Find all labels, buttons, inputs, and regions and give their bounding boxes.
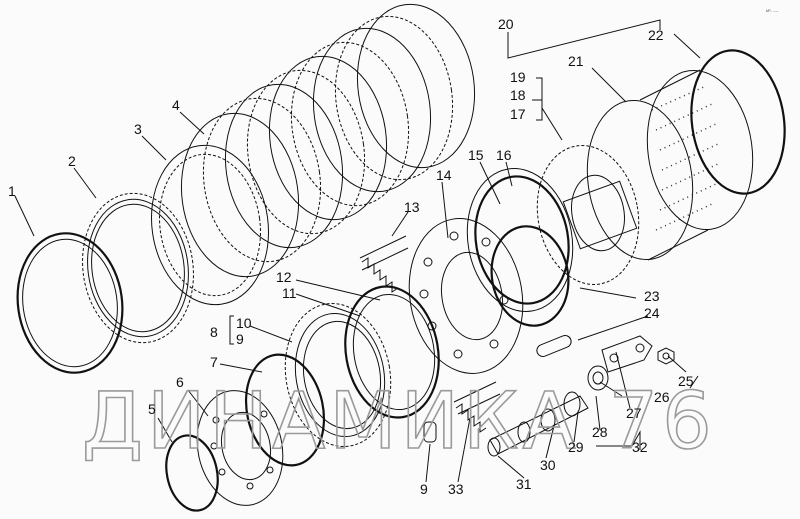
clutch-disc-3 xyxy=(150,144,270,306)
lever-27 xyxy=(601,335,653,373)
drum-21 xyxy=(586,69,754,261)
snap-ring-1 xyxy=(16,232,124,374)
label-29: 29 xyxy=(568,439,584,455)
hub-gear-17-19 xyxy=(536,145,640,285)
label-3: 3 xyxy=(134,121,142,137)
label-26: 26 xyxy=(654,389,670,405)
leader-lines xyxy=(14,19,701,483)
watermark: ДИНАМИКА 76 xyxy=(82,377,716,467)
label-5: 5 xyxy=(148,401,156,417)
label-7: 7 xyxy=(210,354,218,370)
label-4: 4 xyxy=(172,97,180,113)
label-10: 10 xyxy=(236,315,252,331)
label-33: 33 xyxy=(448,481,464,497)
valve-28 xyxy=(587,365,609,391)
sleeve-9 xyxy=(423,421,437,443)
spring-13 xyxy=(359,235,409,293)
label-16: 16 xyxy=(496,147,512,163)
label-30: 30 xyxy=(540,457,556,473)
toothed-ring-2 xyxy=(82,192,194,344)
label-19: 19 xyxy=(510,69,526,85)
label-18: 18 xyxy=(510,87,526,103)
label-12: 12 xyxy=(276,269,292,285)
label-14: 14 xyxy=(436,167,452,183)
ring-5 xyxy=(165,434,219,512)
label-9-top: 9 xyxy=(236,331,244,347)
hub-6 xyxy=(196,390,284,506)
gear-8 xyxy=(284,303,392,447)
label-8: 8 xyxy=(210,324,218,340)
label-15: 15 xyxy=(468,147,484,163)
label-22: 22 xyxy=(648,27,664,43)
label-13: 13 xyxy=(404,199,420,215)
piston-11-12 xyxy=(344,285,440,419)
seal-rings-15-16 xyxy=(466,168,574,327)
plate-14 xyxy=(408,218,524,374)
label-21: 21 xyxy=(568,53,584,69)
clutch-plate-stack-4 xyxy=(180,3,476,278)
label-11: 11 xyxy=(282,285,297,301)
label-28: 28 xyxy=(592,424,608,440)
label-27: 27 xyxy=(626,405,642,421)
label-23: 23 xyxy=(644,288,660,304)
part-labels: 1 2 3 4 5 6 7 8 10 9 11 12 13 14 15 16 1… xyxy=(8,16,694,497)
label-9-bottom: 9 xyxy=(420,481,428,497)
label-20: 20 xyxy=(498,16,514,32)
spring-33 xyxy=(453,381,501,433)
valve-spool-29-31 xyxy=(487,391,589,457)
label-17: 17 xyxy=(510,106,526,122)
corner-code: kP- ---- xyxy=(766,8,779,13)
label-25: 25 xyxy=(678,373,694,389)
nut-26 xyxy=(657,347,675,365)
label-1: 1 xyxy=(8,183,16,199)
label-2: 2 xyxy=(68,153,76,169)
pin-24 xyxy=(536,335,572,357)
label-31: 31 xyxy=(516,476,532,492)
snap-ring-22 xyxy=(690,49,786,195)
label-32: 32 xyxy=(632,439,648,455)
label-24: 24 xyxy=(644,305,660,321)
ring-7 xyxy=(244,353,326,467)
label-6: 6 xyxy=(176,374,184,390)
